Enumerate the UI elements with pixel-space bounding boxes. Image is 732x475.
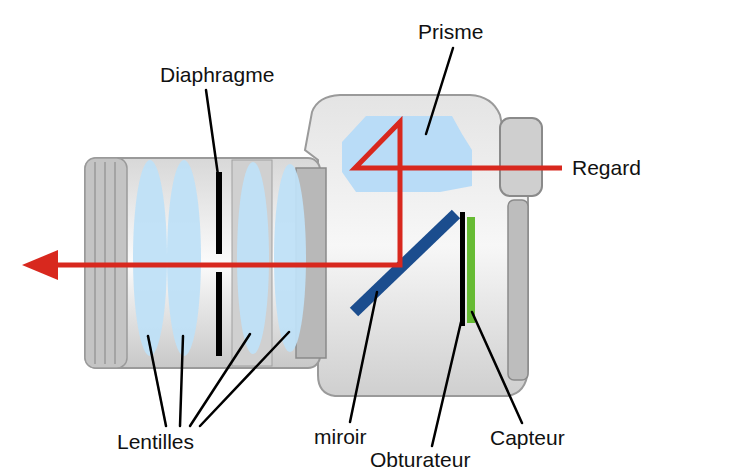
prism bbox=[342, 116, 472, 192]
sensor bbox=[467, 217, 475, 323]
part-label: miroir bbox=[314, 425, 367, 449]
grip bbox=[508, 200, 528, 380]
eyepiece bbox=[500, 118, 542, 196]
light-path bbox=[56, 122, 562, 265]
shutter bbox=[460, 212, 465, 326]
part-label: Obturateur bbox=[370, 448, 470, 472]
lens-elements bbox=[133, 160, 306, 356]
leader-lines bbox=[148, 48, 522, 446]
camera-body bbox=[305, 95, 542, 396]
part-label: Lentilles bbox=[117, 430, 194, 454]
part-label: Prisme bbox=[418, 20, 483, 44]
arrowhead bbox=[22, 250, 58, 280]
part-label: Diaphragme bbox=[160, 63, 274, 87]
part-label: Regard bbox=[572, 156, 641, 180]
part-label: Capteur bbox=[490, 426, 565, 450]
